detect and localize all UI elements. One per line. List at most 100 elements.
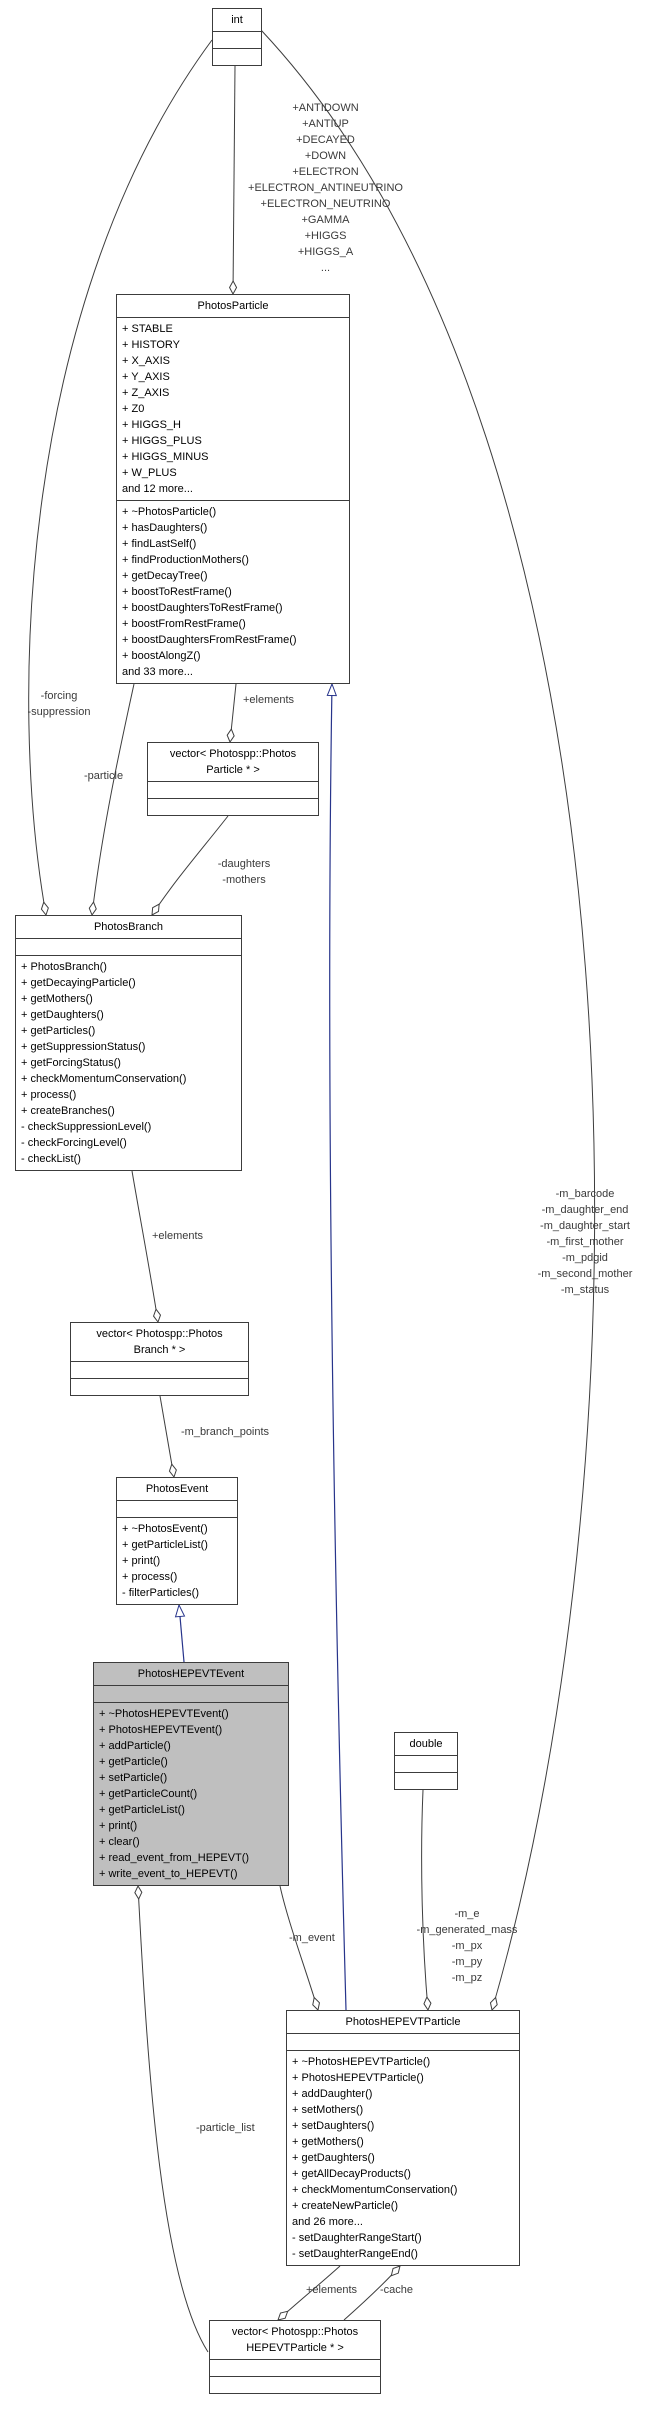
member-line: + print() (99, 1820, 138, 1832)
member-line: + hasDaughters() (122, 522, 208, 534)
member-line: - filterParticles() (122, 1587, 200, 1599)
edge-label-m-branch-points: -m_branch_points (181, 1426, 270, 1438)
edge-aggregation-forcing-suppression (28, 39, 213, 915)
member-line: + W_PLUS (122, 467, 177, 479)
attributes-compartment (287, 2033, 519, 2050)
class-title: vector< Photospp::Photos Branch * > (96, 1328, 223, 1356)
edge-inheritance-hepevtevent-photosevent (179, 1605, 184, 1663)
edge-label-hepevt-int-members: -m_barcode -m_daughter_end -m_daughter_s… (537, 1188, 633, 1296)
member-line: + HIGGS_MINUS (122, 451, 209, 463)
class-title: vector< Photospp::Photos Particle * > (169, 748, 297, 776)
class-vector-photos-particle[interactable]: vector< Photospp::Photos Particle * > (147, 742, 319, 816)
member-line: + PhotosHEPEVTParticle() (292, 2072, 424, 2084)
class-photos-hepevt-event[interactable]: PhotosHEPEVTEvent + ~PhotosHEPEVTEvent()… (93, 1662, 289, 1886)
member-line: + ~PhotosParticle() (122, 506, 217, 518)
methods-compartment (395, 1772, 457, 1789)
member-line: + Z_AXIS (122, 387, 170, 399)
attributes-compartment (213, 31, 261, 48)
class-title: double (409, 1738, 443, 1750)
methods-compartment: + ~PhotosHEPEVTParticle() + PhotosHEPEVTP… (287, 2050, 519, 2265)
member-line: + getParticleList() (99, 1804, 185, 1816)
edge-label-particle-list: -particle_list (196, 2122, 255, 2134)
methods-compartment: + ~PhotosEvent()+ getParticleList()+ pri… (117, 1517, 237, 1604)
member-line: and 26 more... (292, 2216, 363, 2228)
member-line: + getMothers() (21, 993, 93, 1005)
class-photos-particle[interactable]: PhotosParticle + STABLE+ HISTORY+ X_AXIS… (116, 294, 350, 684)
member-line: + HIGGS_H (122, 419, 181, 431)
class-int[interactable]: int (212, 8, 262, 66)
member-line: + PhotosHEPEVTEvent() (99, 1724, 223, 1736)
class-photos-hepevt-particle[interactable]: PhotosHEPEVTParticle + ~PhotosHEPEVTPart… (286, 2010, 520, 2266)
edge-label-hepevt-double-members: -m_e -m_generated_mass -m_px -m_py -m_pz (416, 1908, 518, 1984)
member-line: + getParticleList() (122, 1539, 208, 1551)
member-line: + getParticleCount() (99, 1788, 198, 1800)
member-line: + getDecayingParticle() (21, 977, 136, 989)
member-line: and 12 more... (122, 483, 193, 495)
edge-label-forcing-suppression: -forcing -suppression (27, 690, 91, 718)
class-title: PhotosHEPEVTParticle (345, 2016, 461, 2028)
member-line: + print() (122, 1555, 161, 1567)
member-line: - checkForcingLevel() (21, 1137, 127, 1149)
edge-aggregation-hepevt-int-members (260, 29, 596, 2010)
class-vector-photos-hepevt-particle[interactable]: vector< Photospp::Photos HEPEVTParticle … (209, 2320, 381, 2394)
member-line: + PhotosBranch() (21, 961, 107, 973)
edge-aggregation-elements-branch (131, 1170, 158, 1322)
member-line: + read_event_from_HEPEVT() (99, 1852, 250, 1864)
member-line: + Z0 (122, 403, 145, 415)
member-line: + ~PhotosHEPEVTParticle() (292, 2056, 431, 2068)
member-line: + setDaughters() (292, 2120, 375, 2132)
edge-label-daughters-mothers: -daughters -mothers (217, 858, 271, 886)
class-vector-photos-branch[interactable]: vector< Photospp::Photos Branch * > (70, 1322, 249, 1396)
member-line: + Y_AXIS (122, 371, 170, 383)
edge-label-elements-particle: +elements (243, 694, 295, 706)
edge-label-particle-constants: +ANTIDOWN +ANTIUP +DECAYED +DOWN +ELECTR… (248, 102, 403, 274)
edge-label-cache: -cache (380, 2284, 414, 2296)
member-line: + getParticle() (99, 1756, 168, 1768)
member-line: + createBranches() (21, 1105, 115, 1117)
methods-compartment: + ~PhotosParticle() + hasDaughters() + fin… (117, 500, 349, 683)
attributes-compartment (71, 1361, 248, 1378)
member-line: + boostDaughtersToRestFrame() (122, 602, 283, 614)
member-line: + clear() (99, 1836, 140, 1848)
member-line: + setParticle() (99, 1772, 168, 1784)
member-line: + addParticle() (99, 1740, 171, 1752)
edge-aggregation-elements-particle (230, 683, 237, 742)
attributes-compartment: + STABLE+ HISTORY+ X_AXIS+ Y_AXIS+ Z_AXI… (117, 317, 349, 500)
member-line: and 33 more... (122, 666, 193, 678)
methods-compartment (210, 2376, 380, 2393)
methods-compartment (71, 1378, 248, 1395)
edge-aggregation-m-e-members (421, 1789, 428, 2010)
member-line: + getDecayTree() (122, 570, 208, 582)
member-line: + ~PhotosHEPEVTEvent() (99, 1708, 229, 1720)
member-line: + write_event_to_HEPEVT() (99, 1868, 238, 1880)
edge-aggregation-particle-list (138, 1886, 209, 2353)
member-line: + getSuppressionStatus() (21, 1041, 146, 1053)
member-line: + X_AXIS (122, 355, 171, 367)
member-line: + createNewParticle() (292, 2200, 399, 2212)
methods-compartment: + ~PhotosHEPEVTEvent() + PhotosHEPEVTEven… (94, 1702, 288, 1885)
member-line: + checkMomentumConservation() (21, 1073, 187, 1085)
member-line: + boostToRestFrame() (122, 586, 232, 598)
class-title: PhotosParticle (197, 300, 269, 312)
edge-aggregation-cache (343, 2266, 400, 2321)
edge-label-particle: -particle (84, 770, 124, 782)
class-photos-branch[interactable]: PhotosBranch + PhotosBranch() + getDecayi… (15, 915, 242, 1171)
class-double[interactable]: double (394, 1732, 458, 1790)
attributes-compartment (117, 1500, 237, 1517)
attributes-compartment (395, 1755, 457, 1772)
methods-compartment: + PhotosBranch() + getDecayingParticle() +… (16, 955, 241, 1170)
member-line: + getParticles() (21, 1025, 96, 1037)
methods-compartment (148, 798, 318, 815)
methods-compartment (213, 48, 261, 65)
member-line: + addDaughter() (292, 2088, 373, 2100)
member-line: - checkSuppressionLevel() (21, 1121, 152, 1133)
member-line: - checkList() (21, 1153, 81, 1165)
class-title: PhotosBranch (93, 921, 164, 933)
class-photos-event[interactable]: PhotosEvent + ~PhotosEvent()+ getParticl… (116, 1477, 238, 1605)
edge-aggregation-elements-hepevt (278, 2265, 341, 2320)
member-line: + getMothers() (292, 2136, 364, 2148)
member-line: + STABLE (122, 323, 173, 335)
member-line: + getAllDecayProducts() (292, 2168, 411, 2180)
member-line: + findLastSelf() (122, 538, 197, 550)
